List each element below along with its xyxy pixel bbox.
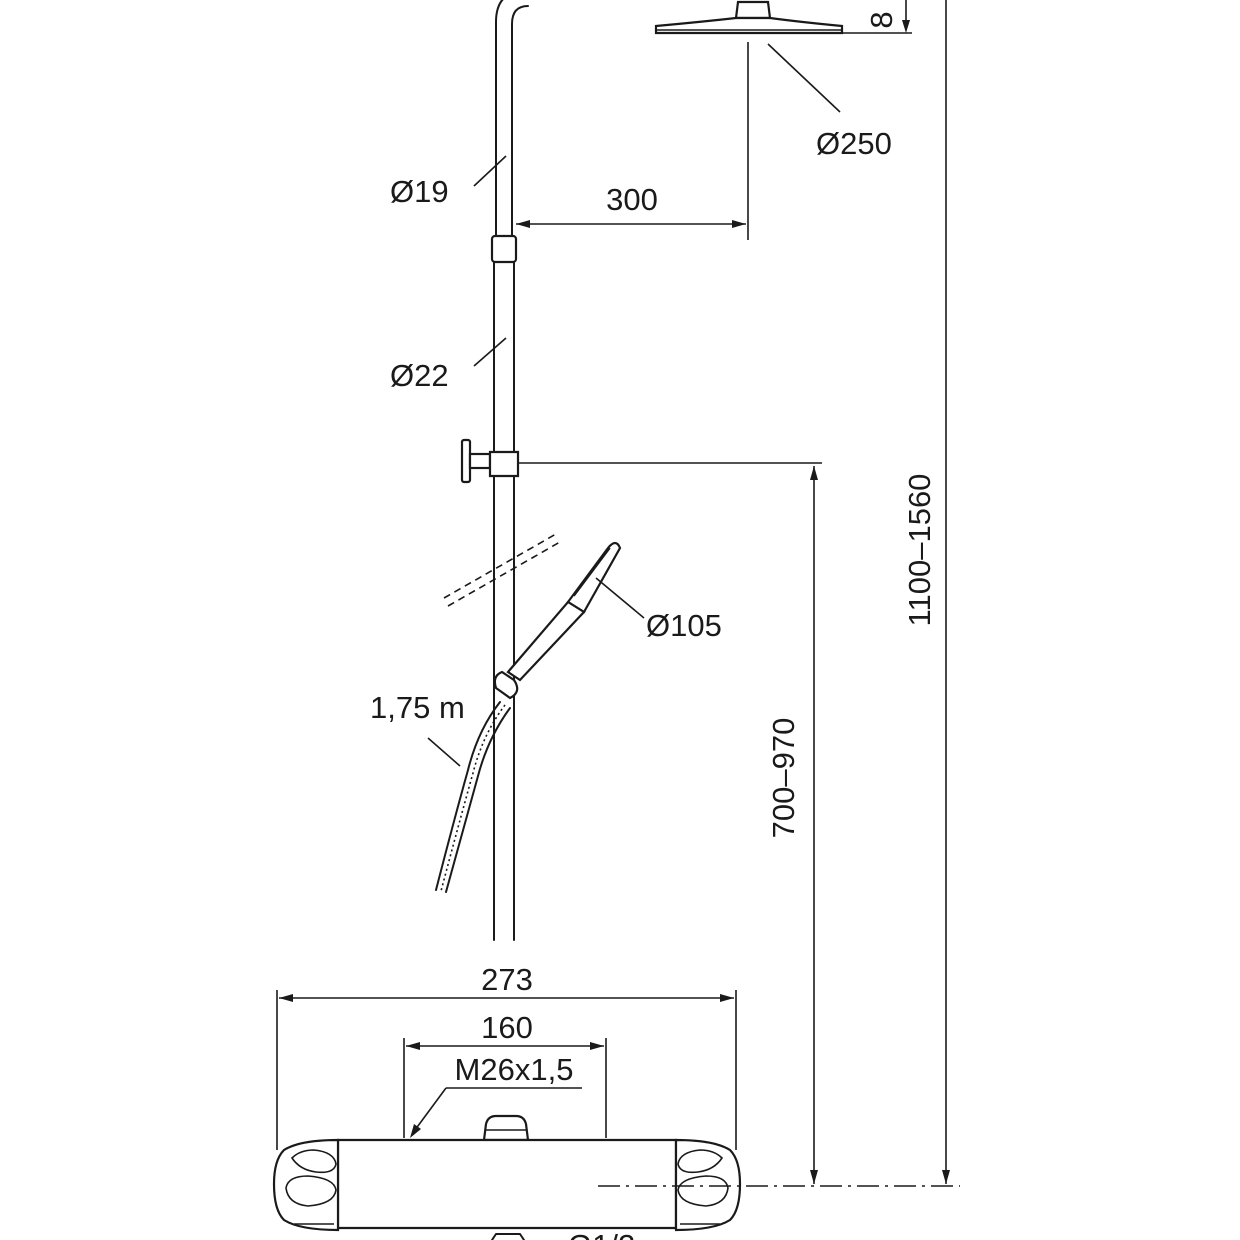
hand-shower-diameter-callout: Ø105 <box>595 577 722 643</box>
overhead-shower-head <box>654 0 844 35</box>
thermostatic-mixer <box>272 1114 742 1240</box>
lower-pipe-diameter-callout: Ø22 <box>390 337 507 393</box>
total-height-label: 1100–1560 <box>902 474 937 627</box>
slide-bracket <box>460 438 822 484</box>
arm-reach-dimension: 300 <box>516 182 746 228</box>
hose-length-callout: 1,75 m <box>370 690 465 767</box>
top-offset-label: 8 <box>864 11 899 28</box>
inlet-spacing-label: 160 <box>481 1010 533 1045</box>
arm-reach-label: 300 <box>606 182 658 217</box>
shower-head-diameter-callout: Ø250 <box>747 42 892 240</box>
thread-label: M26x1,5 <box>455 1052 574 1087</box>
shower-hose <box>435 701 511 893</box>
mixer-width-dimension: 273 <box>276 962 737 1150</box>
shower-head-diameter-label: Ø250 <box>816 126 892 161</box>
lower-pipe-diameter-label: Ø22 <box>390 358 449 393</box>
hand-shower-diameter-label: Ø105 <box>646 608 722 643</box>
riser-pipe <box>490 0 529 941</box>
outlet-thread-label: G1/2 <box>568 1228 635 1240</box>
hand-shower <box>493 541 622 700</box>
holder-height-label: 700–970 <box>766 718 801 839</box>
inlet-spacing-dimension: 160 <box>403 1010 607 1138</box>
hose-length-label: 1,75 m <box>370 690 465 725</box>
total-height-dimension: 1100–1560 <box>902 0 950 1184</box>
mixer-width-label: 273 <box>481 962 533 997</box>
top-pipe-diameter-label: Ø19 <box>390 174 449 209</box>
top-pipe-diameter-callout: Ø19 <box>390 155 507 209</box>
hand-shower-alt-position <box>443 533 561 607</box>
holder-height-dimension: 700–970 <box>766 466 818 1184</box>
top-offset-dimension: 8 <box>842 0 912 34</box>
thread-callout: M26x1,5 <box>410 1052 582 1138</box>
